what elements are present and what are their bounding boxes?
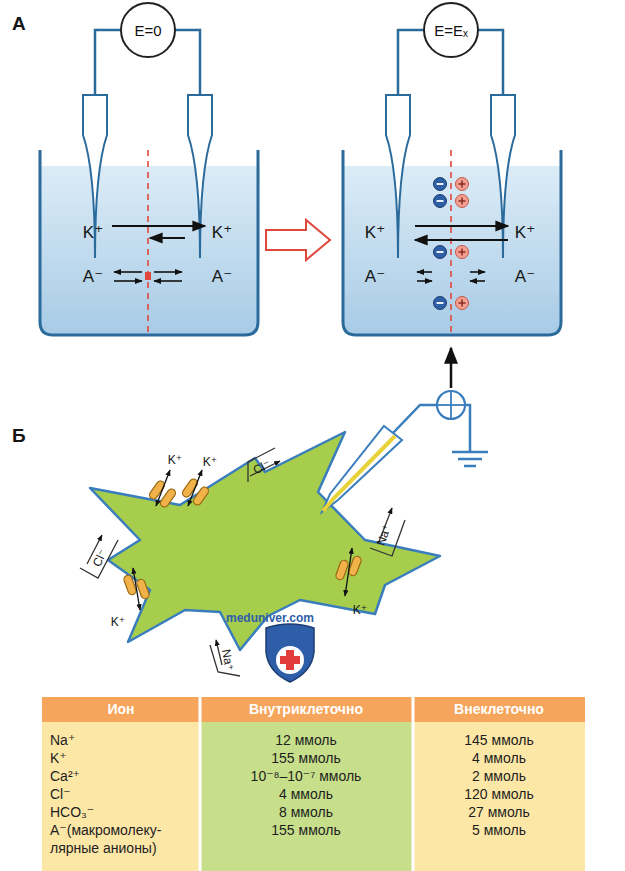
minus-sign bbox=[437, 302, 444, 304]
plus-sign bbox=[459, 198, 466, 205]
table-cell: 12 ммоль bbox=[275, 731, 337, 749]
ion-label: K⁺ bbox=[515, 224, 535, 242]
ion-label: A⁻ bbox=[515, 268, 535, 286]
table-cell: A⁻(макромолеку- лярные анионы) bbox=[50, 821, 195, 857]
positive-charge bbox=[456, 297, 469, 310]
negative-charge bbox=[434, 246, 447, 259]
table-cell: 8 ммоль bbox=[279, 803, 333, 821]
transition-arrow bbox=[266, 220, 330, 260]
voltage-label: E=Eₓ bbox=[434, 22, 468, 39]
voltmeter-circle: E=0 bbox=[120, 2, 176, 58]
minus-sign bbox=[437, 200, 444, 202]
minus-sign bbox=[437, 183, 444, 185]
panel-letter: А bbox=[12, 15, 26, 33]
table-cell: 27 ммоль bbox=[468, 803, 530, 821]
ion-label: K⁺ bbox=[168, 451, 182, 469]
table-cell: 4 ммоль bbox=[279, 785, 333, 803]
table-cell: 5 ммоль bbox=[472, 821, 526, 839]
ion-label: A⁻ bbox=[212, 268, 232, 286]
panel-letter: Б bbox=[12, 427, 26, 445]
table-cell: 155 ммоль bbox=[271, 821, 340, 839]
table-cell: Cl⁻ bbox=[50, 785, 71, 803]
plus-sign bbox=[459, 300, 466, 307]
table-header: Внутриклеточно bbox=[249, 700, 363, 718]
positive-charge bbox=[456, 246, 469, 259]
ion-table bbox=[42, 697, 585, 871]
table-cell: 2 ммоль bbox=[472, 767, 526, 785]
table-cell: Ca²⁺ bbox=[50, 767, 80, 785]
beaker-left bbox=[40, 30, 258, 335]
table-cell: 145 ммоль bbox=[464, 731, 533, 749]
table-cell: 120 ммоль bbox=[464, 785, 533, 803]
negative-charge bbox=[434, 178, 447, 191]
table-cell: 155 ммоль bbox=[271, 749, 340, 767]
negative-charge bbox=[434, 297, 447, 310]
plus-sign bbox=[459, 249, 466, 256]
ion-label: K⁺ bbox=[83, 224, 103, 242]
table-cell: Na⁺ bbox=[50, 731, 75, 749]
measure-arrow bbox=[450, 348, 453, 388]
table-cell: K⁺ bbox=[50, 749, 67, 767]
table-cell: 10⁻⁸–10⁻⁷ ммоль bbox=[251, 767, 362, 785]
watermark: meduniver.com bbox=[226, 609, 314, 627]
ion-label: A⁻ bbox=[83, 268, 103, 286]
ion-label: A⁻ bbox=[365, 268, 385, 286]
voltmeter-circle: E=Eₓ bbox=[423, 2, 479, 58]
table-cell: HCO₃⁻ bbox=[50, 803, 94, 821]
table-cell: 4 ммоль bbox=[472, 749, 526, 767]
table-header: Внеклеточно bbox=[454, 700, 544, 718]
watermark-logo bbox=[266, 624, 314, 682]
minus-sign bbox=[437, 251, 444, 253]
voltage-label: E=0 bbox=[134, 22, 161, 39]
ion-label: K⁺ bbox=[365, 224, 385, 242]
ion-label: K⁺ bbox=[353, 601, 367, 619]
table-header: Ион bbox=[107, 700, 134, 718]
ion-label: K⁺ bbox=[111, 613, 125, 631]
ion-label: K⁺ bbox=[212, 224, 232, 242]
ion-label: K⁺ bbox=[203, 453, 217, 471]
positive-charge bbox=[456, 195, 469, 208]
beaker-right bbox=[343, 30, 561, 335]
positive-charge bbox=[456, 178, 469, 191]
ion-label: Cl⁻ bbox=[88, 546, 112, 570]
plus-sign bbox=[459, 181, 466, 188]
negative-charge bbox=[434, 195, 447, 208]
ion-label: Na⁺ bbox=[217, 648, 238, 672]
